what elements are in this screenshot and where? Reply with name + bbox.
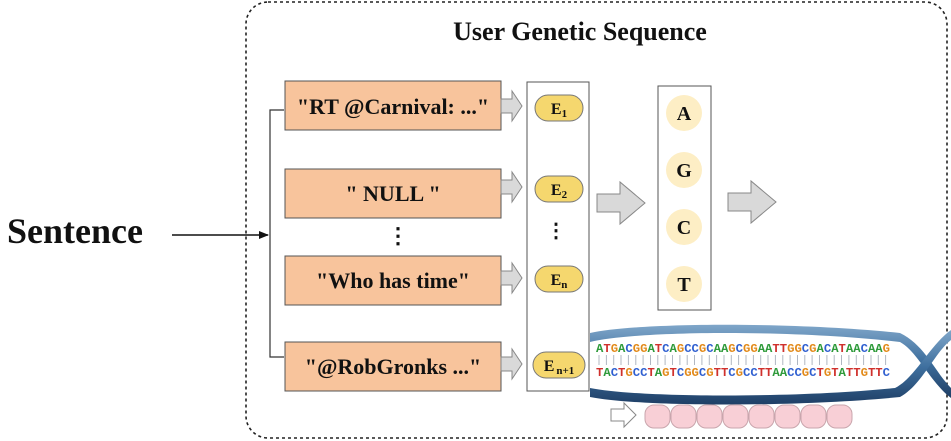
svg-text:En+1: En+1: [544, 358, 575, 377]
ellipsis-sentences: ⋮: [387, 223, 409, 248]
sequence-segment: [826, 404, 853, 429]
sequence-segment: [696, 404, 723, 429]
sequence-segment: [644, 404, 671, 429]
nucleotide-t: T: [666, 266, 702, 302]
svg-text:C: C: [677, 217, 691, 239]
embedding-column: [526, 81, 590, 392]
nucleotide-c: C: [666, 209, 702, 245]
sequence-segments: [644, 404, 853, 429]
svg-text:A: A: [677, 103, 692, 125]
embedding-n: En: [534, 265, 584, 293]
embedding-1: E1: [534, 94, 584, 122]
outline-arrow-icon: [610, 401, 637, 429]
sequence-segment: [800, 404, 827, 429]
dna-helix-graphic: ATGACGGATCAGCCGCAAGCGGAATTGGCGACATAACAAG…: [590, 324, 951, 405]
nucleotide-g: G: [666, 152, 702, 188]
gray-arrow-icon: [500, 347, 523, 381]
sentence-box-3: "Who has time": [284, 255, 502, 306]
nucleotide-a: A: [666, 95, 702, 131]
sentence-text: "RT @Carnival: ...": [297, 94, 489, 119]
sentence-label: Sentence: [7, 211, 143, 251]
sequence-segment: [670, 404, 697, 429]
svg-text:En: En: [551, 272, 568, 291]
gray-arrow-icon: [500, 170, 523, 204]
diagram-title: User Genetic Sequence: [453, 17, 707, 46]
sentence-box-1: "RT @Carnival: ...": [284, 80, 502, 131]
svg-text:T: T: [677, 274, 691, 296]
sentence-text: "@RobGronks ...": [305, 354, 482, 379]
sentence-bracket: [269, 109, 284, 358]
dna-strand-bottom: TACTGCCTAGTCGGCGTTCGCCTTAACCGCTGTATTGTTC: [596, 366, 891, 380]
sequence-segment: [748, 404, 775, 429]
sentence-box-2: " NULL ": [284, 168, 502, 219]
gray-arrow-icon: [500, 261, 523, 295]
sequence-segment: [722, 404, 749, 429]
ellipsis-embeddings: ⋮: [546, 220, 566, 242]
embedding-2: E2: [534, 175, 584, 203]
sentence-box-4: "@RobGronks ...": [284, 341, 502, 392]
sentence-text: " NULL ": [345, 181, 440, 206]
svg-text:E1: E1: [551, 101, 567, 120]
svg-text:G: G: [676, 160, 692, 182]
sequence-container: [245, 1, 948, 439]
gray-arrow-icon: [500, 89, 523, 123]
big-gray-arrow-icon: [596, 180, 646, 226]
big-gray-arrow-icon: [727, 179, 777, 225]
svg-text:E2: E2: [551, 182, 568, 201]
dna-strand-top: ATGACGGATCAGCCGCAAGCGGAATTGGCGACATAACAAG: [596, 342, 890, 356]
sequence-segment: [774, 404, 801, 429]
sentence-text: "Who has time": [316, 268, 470, 293]
